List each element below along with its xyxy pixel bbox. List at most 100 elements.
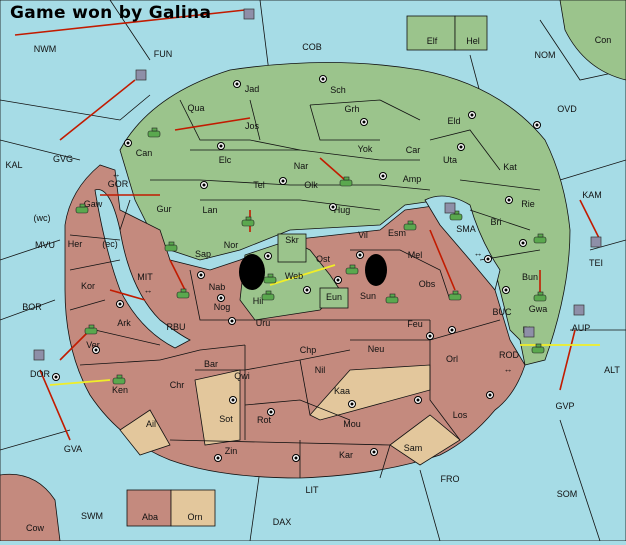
sea-label-mit: MIT: [137, 272, 153, 282]
province-label-aba: Aba: [142, 512, 158, 522]
province-label-tel: Tel: [253, 180, 265, 190]
sea-label-bor: BOR: [22, 302, 42, 312]
supply-center-icon: [292, 454, 300, 462]
army-icon[interactable]: [403, 220, 417, 231]
sea-label-fun: FUN: [154, 49, 173, 59]
sea-label-gor: GOR: [108, 179, 129, 189]
army-icon[interactable]: [448, 290, 462, 301]
arrow-both-icon: ↔: [504, 364, 513, 374]
province-eun[interactable]: [319, 287, 349, 309]
sma-channel[interactable]: [424, 195, 501, 291]
army-icon[interactable]: [385, 293, 399, 304]
province-label-chr: Chr: [170, 380, 185, 390]
province-label-chp: Chp: [300, 345, 317, 355]
supply-center-icon: [116, 300, 124, 308]
province-label-olk: Olk: [304, 180, 318, 190]
province-label-hel: Hel: [466, 36, 480, 46]
sea-label-gvg: GVG: [53, 154, 73, 164]
army-icon[interactable]: [147, 127, 161, 138]
supply-center-icon: [457, 143, 465, 151]
red-territory[interactable]: [64, 164, 526, 479]
sea-label-fro: FRO: [441, 474, 460, 484]
fleet-icon[interactable]: [33, 349, 45, 361]
province-cow[interactable]: [0, 473, 61, 542]
province-label-car: Car: [406, 145, 421, 155]
supply-center-icon: [228, 317, 236, 325]
province-orn[interactable]: [170, 489, 216, 527]
province-sot[interactable]: [194, 369, 241, 446]
army-icon[interactable]: [531, 343, 545, 354]
supply-center-icon: [505, 196, 513, 204]
province-label-qua: Qua: [187, 103, 204, 113]
army-icon[interactable]: [241, 216, 255, 227]
province-label-bun: Bun: [522, 272, 538, 282]
army-icon[interactable]: [339, 176, 353, 187]
supply-center-icon: [468, 111, 476, 119]
province-label-obs: Obs: [419, 279, 436, 289]
supply-center-icon: [319, 75, 327, 83]
army-icon[interactable]: [75, 203, 89, 214]
army-icon[interactable]: [176, 288, 190, 299]
army-icon[interactable]: [261, 290, 275, 301]
province-label-kat: Kat: [503, 162, 517, 172]
supply-center-icon: [519, 239, 527, 247]
army-icon[interactable]: [533, 233, 547, 244]
province-label-elc: Elc: [219, 155, 232, 165]
green-territory[interactable]: [119, 62, 571, 366]
province-label-mou: Mou: [343, 419, 361, 429]
supply-center-icon: [267, 408, 275, 416]
province-label-vil: Vil: [358, 230, 368, 240]
fleet-icon[interactable]: [523, 326, 535, 338]
province-hel[interactable]: [454, 15, 488, 51]
army-icon[interactable]: [263, 273, 277, 284]
province-label-nar: Nar: [294, 161, 309, 171]
sea-label-gva: GVA: [64, 444, 82, 454]
fleet-icon[interactable]: [590, 236, 602, 248]
supply-center-icon: [356, 251, 364, 259]
province-label-hil: Hil: [253, 296, 264, 306]
province-label-sap: Sap: [195, 249, 211, 259]
order-arrows: [14, 9, 601, 441]
province-aba[interactable]: [126, 489, 172, 527]
army-icon[interactable]: [345, 264, 359, 275]
fleet-icon[interactable]: [135, 69, 147, 81]
province-skr[interactable]: [277, 233, 307, 263]
province-label-jad: Jad: [245, 84, 260, 94]
province-label-yok: Yok: [358, 144, 373, 154]
province-label-rie: Rie: [521, 199, 535, 209]
province-label-ec: (ec): [102, 239, 118, 249]
fleet-icon[interactable]: [573, 304, 585, 316]
province-label-eun: Eun: [326, 292, 342, 302]
supply-center-icon: [360, 118, 368, 126]
sea-label-dor: DOR: [30, 369, 51, 379]
arrow-both-icon: ↔: [474, 248, 483, 258]
province-label-zin: Zin: [225, 446, 238, 456]
army-icon[interactable]: [164, 241, 178, 252]
province-label-jos: Jos: [245, 121, 260, 131]
province-label-kar: Kar: [339, 450, 353, 460]
army-icon[interactable]: [84, 324, 98, 335]
supply-center-icon: [414, 396, 422, 404]
fleet-icon[interactable]: [444, 202, 456, 214]
supply-center-icon: [197, 271, 205, 279]
sea-label-con: Con: [595, 35, 612, 45]
supply-center-icon: [52, 373, 60, 381]
sea-label-mvu: MVU: [35, 240, 55, 250]
fleet-icon[interactable]: [243, 8, 255, 20]
supply-center-icon: [533, 121, 541, 129]
army-icon[interactable]: [112, 374, 126, 385]
province-borders: [69, 99, 541, 479]
province-label-amp: Amp: [403, 174, 422, 184]
province-label-rot: Rot: [257, 415, 272, 425]
province-label-wc: (wc): [34, 213, 51, 223]
province-label-feu: Feu: [407, 319, 423, 329]
province-ail[interactable]: [119, 409, 171, 456]
province-label-sam: Sam: [404, 443, 423, 453]
army-icon[interactable]: [533, 291, 547, 302]
supply-center-icon: [426, 332, 434, 340]
supply-center-icon: [348, 400, 356, 408]
province-label-ark: Ark: [117, 318, 131, 328]
army-icon[interactable]: [449, 210, 463, 221]
